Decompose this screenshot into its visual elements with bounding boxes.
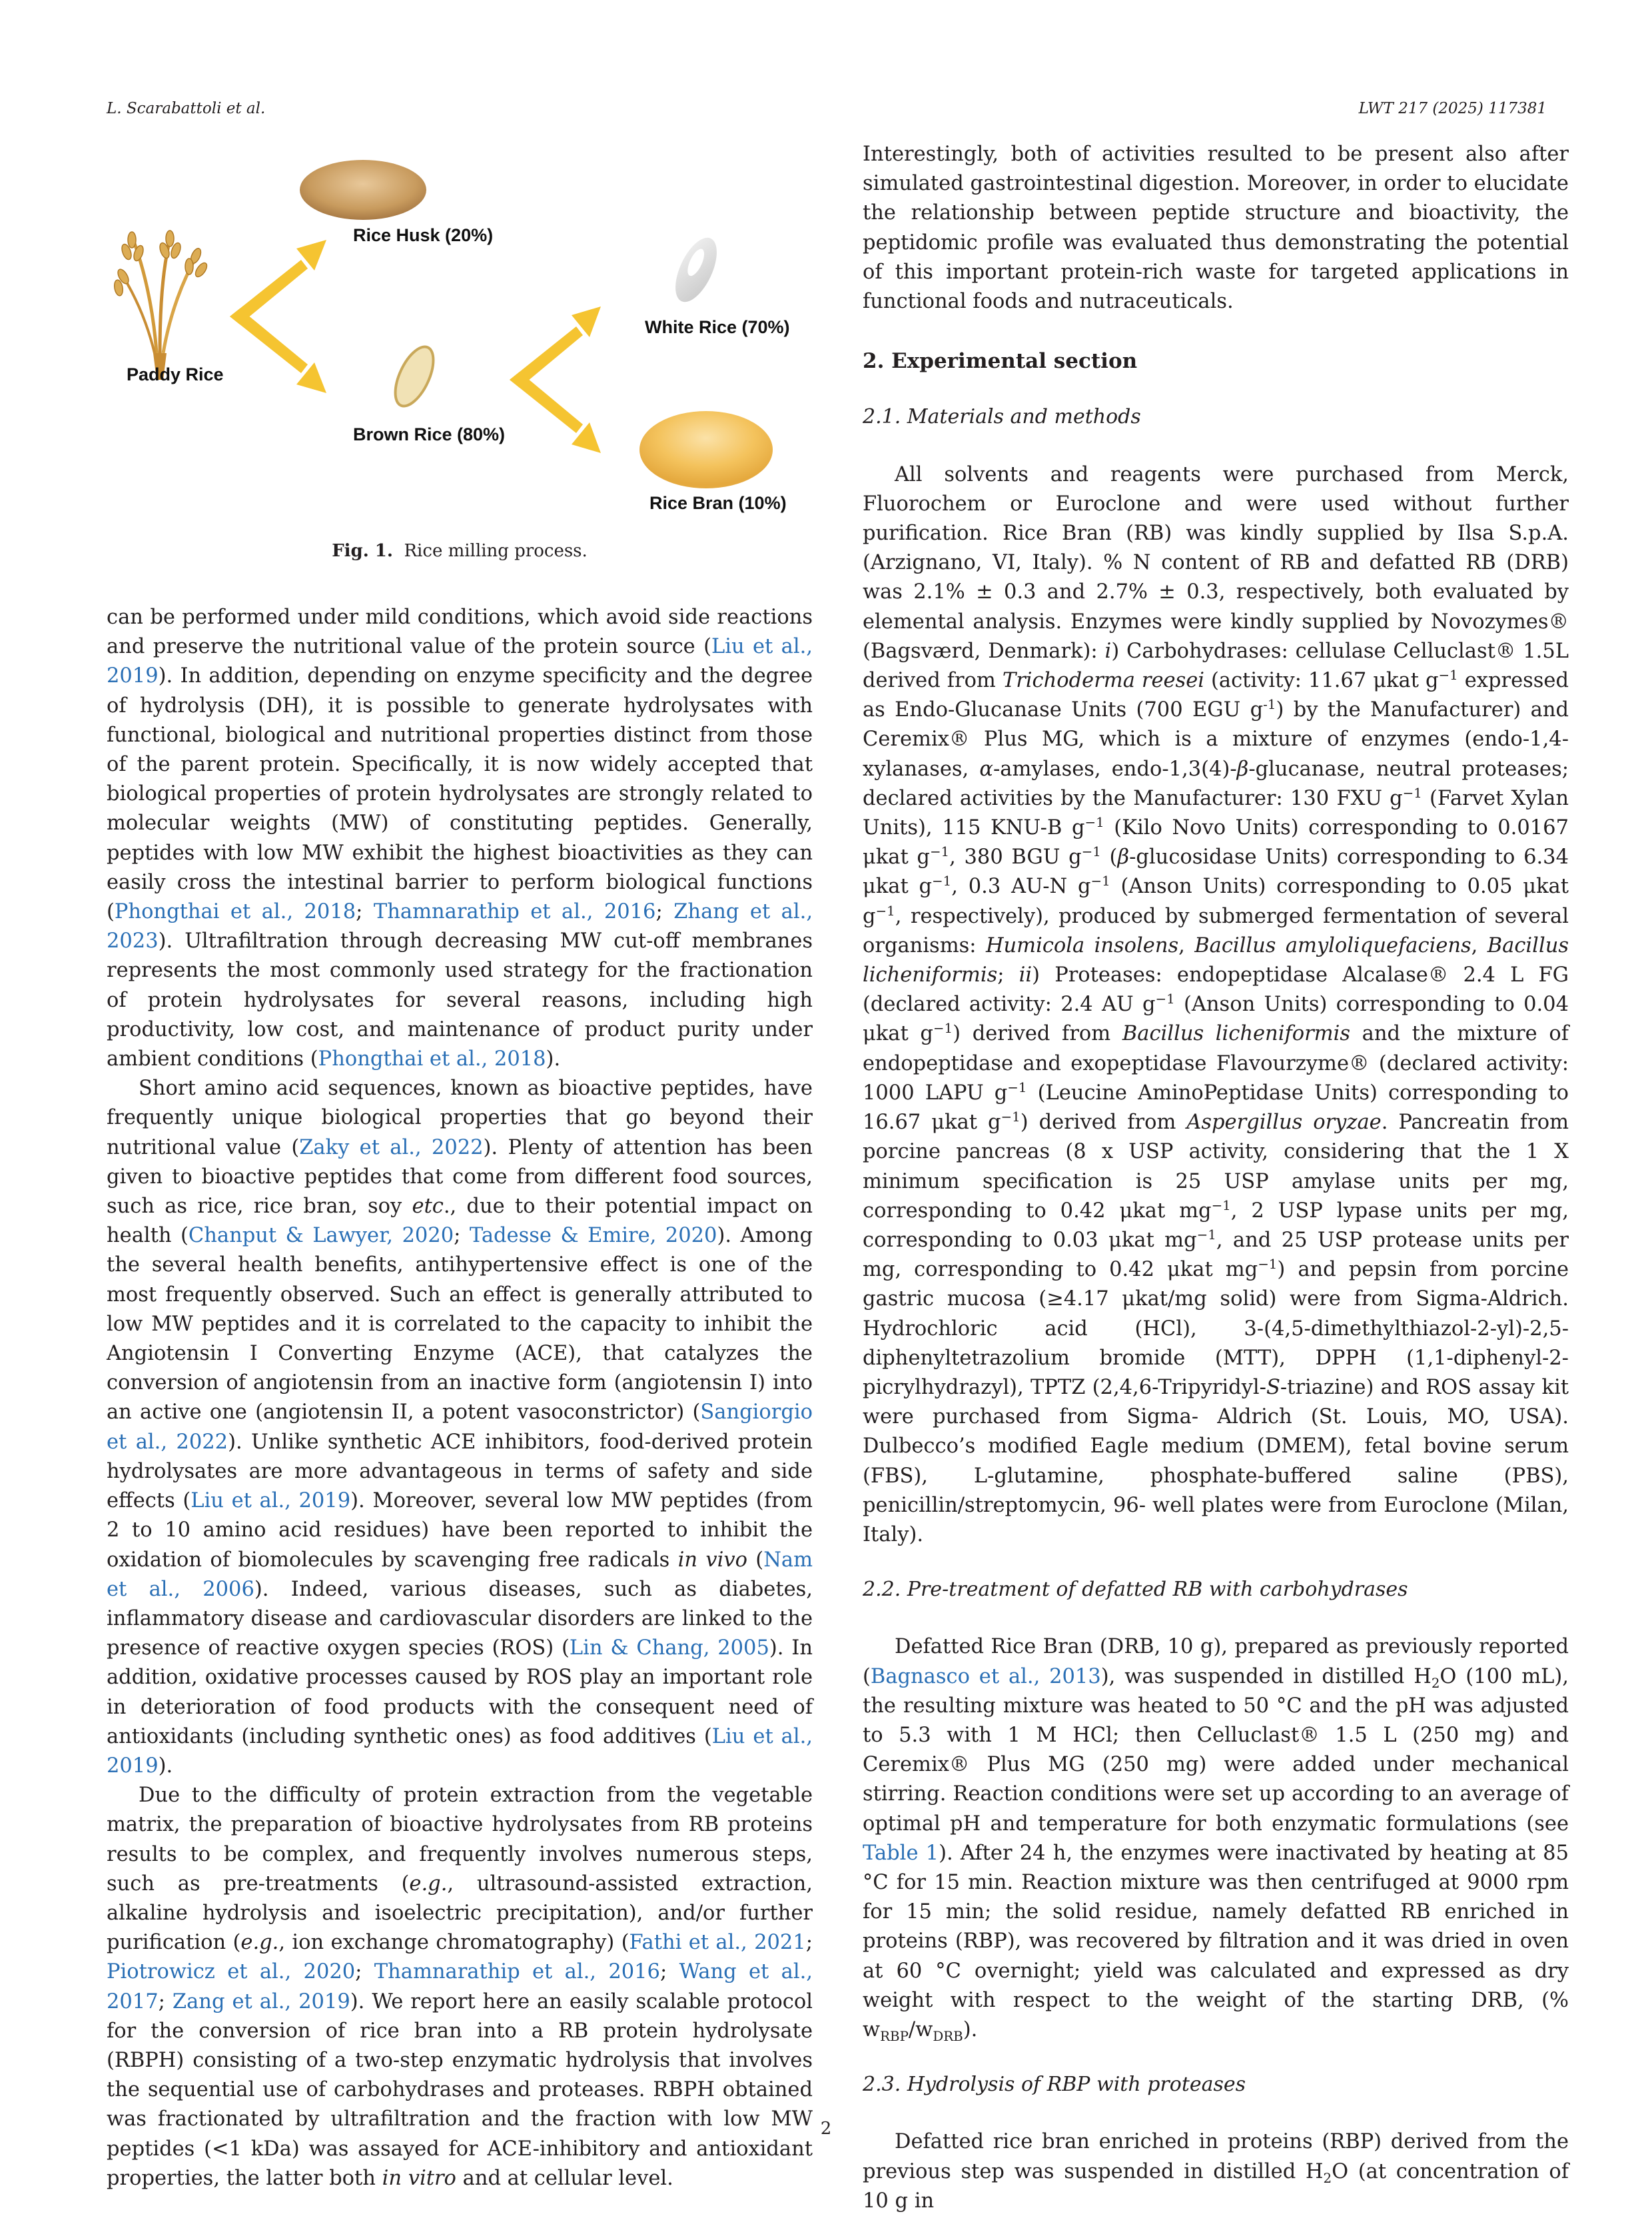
citation-link[interactable]: Lin & Chang, 2005	[569, 1636, 769, 1660]
label-white-rice: White Rice (70%)	[645, 317, 790, 337]
running-header-journal: LWT 217 (2025) 117381	[1358, 100, 1547, 117]
label-brown-rice: Brown Rice (80%)	[353, 424, 506, 444]
paragraph: Defatted Rice Bran (DRB, 10 g), prepared…	[863, 1635, 1569, 2045]
paragraph: Short amino acid sequences, known as bio…	[107, 1077, 813, 1778]
split-arrow-1	[230, 240, 326, 393]
white-rice-icon	[675, 237, 717, 302]
paragraph: All solvents and reagents were purchased…	[863, 462, 1569, 1546]
rice-bran-icon	[639, 411, 773, 488]
caption-text: Rice milling process.	[404, 541, 588, 561]
page-number: 2	[820, 2119, 832, 2139]
caption-label: Fig. 1.	[332, 541, 393, 561]
citation-link[interactable]: Nam et al., 2006	[107, 1548, 813, 1601]
citation-link[interactable]: Zaky et al., 2022	[299, 1135, 484, 1159]
figure-caption: Fig. 1. Rice milling process.	[107, 541, 813, 561]
rice-milling-diagram	[113, 160, 773, 488]
running-header-authors: L. Scarabattoli et al.	[107, 100, 266, 117]
label-rice-husk: Rice Husk (20%)	[353, 225, 494, 245]
citation-link[interactable]: Chanput & Lawyer, 2020	[188, 1224, 454, 1248]
citation-link[interactable]: Wang et al., 2017	[107, 1960, 813, 2013]
citation-link[interactable]: Thamnarathip et al., 2016	[374, 1960, 660, 1984]
paragraph: Defatted rice bran enriched in proteins …	[863, 2130, 1569, 2213]
subsection-heading: 2.1. Materials and methods	[863, 405, 1141, 429]
citation-link[interactable]: Zhang et al., 2023	[107, 900, 813, 953]
rice-husk-icon	[300, 160, 426, 220]
right-column: Interestingly, both of activities result…	[863, 140, 1569, 2216]
citation-link[interactable]: Liu et al., 2019	[191, 1489, 351, 1513]
figure-rice-milling: Rice Husk (20%) Paddy Rice White Rice (7…	[107, 140, 813, 580]
citation-link[interactable]: Liu et al., 2019	[107, 635, 813, 688]
paragraph: Due to the difficulty of protein extract…	[107, 1784, 813, 2190]
subsection-heading: 2.3. Hydrolysis of RBP with proteases	[863, 2073, 1246, 2097]
citation-link[interactable]: Piotrowicz et al., 2020	[107, 1960, 356, 1984]
section-heading: 2. Experimental section	[863, 349, 1138, 374]
left-column: can be performed under mild conditions, …	[107, 603, 813, 2193]
paragraph: can be performed under mild conditions, …	[107, 606, 813, 1071]
citation-link[interactable]: Phongthai et al., 2018	[114, 900, 356, 924]
subsection-heading: 2.2. Pre-treatment of defatted RB with c…	[863, 1578, 1408, 1602]
label-paddy-rice: Paddy Rice	[127, 364, 224, 384]
citation-link[interactable]: Sangiorgio et al., 2022	[107, 1400, 813, 1454]
paragraph: Interestingly, both of activities result…	[863, 143, 1569, 314]
table-link[interactable]: Table 1	[863, 1841, 939, 1865]
citation-link[interactable]: Zang et al., 2019	[172, 1989, 350, 2013]
citation-link[interactable]: Thamnarathip et al., 2016	[373, 900, 656, 924]
citation-link[interactable]: Fathi et al., 2021	[629, 1931, 806, 1955]
brown-rice-icon	[394, 345, 435, 408]
split-arrow-2	[510, 306, 601, 453]
citation-link[interactable]: Tadesse & Emire, 2020	[469, 1224, 717, 1248]
paddy-rice-icon	[113, 230, 208, 380]
citation-link[interactable]: Phongthai et al., 2018	[318, 1047, 546, 1071]
citation-link[interactable]: Bagnasco et al., 2013	[870, 1664, 1101, 1688]
label-rice-bran: Rice Bran (10%)	[649, 493, 787, 513]
citation-link[interactable]: Liu et al., 2019	[107, 1724, 813, 1778]
